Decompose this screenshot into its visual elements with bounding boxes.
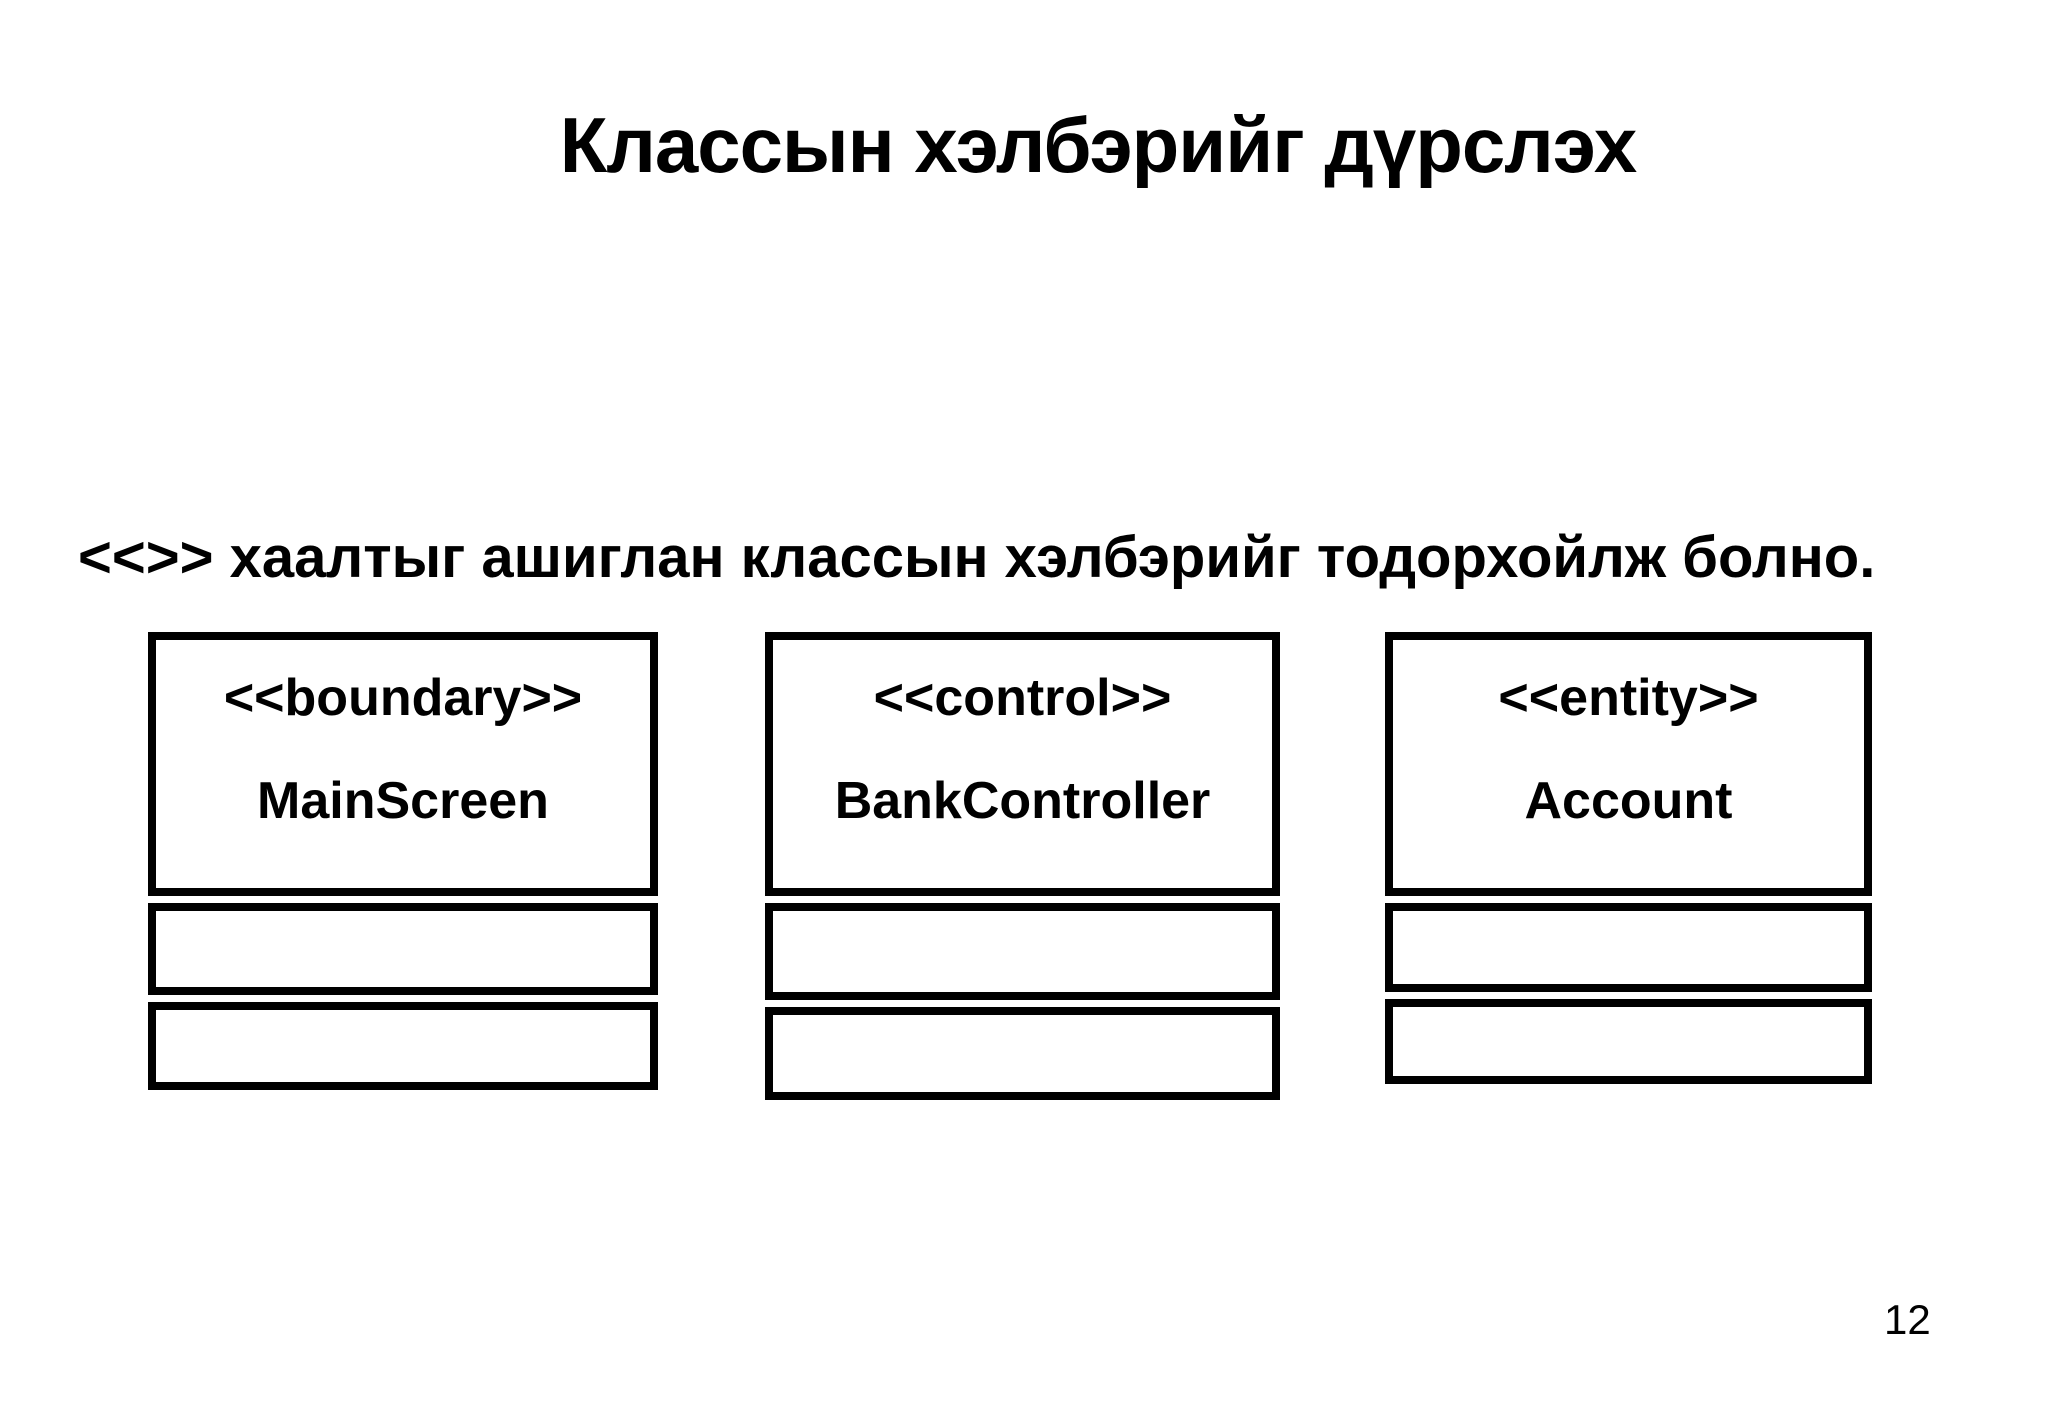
- name-compartment: <<entity>> Account: [1385, 632, 1872, 896]
- attributes-compartment: [1385, 903, 1872, 992]
- stereotype-label: <<boundary>>: [223, 669, 583, 727]
- operations-compartment: [765, 1006, 1280, 1100]
- slide-title: Классын хэлбэрийг дүрслэх: [559, 101, 1638, 189]
- class-name-label: MainScreen: [257, 772, 549, 831]
- page-number: 12: [1884, 1296, 1931, 1343]
- operations-compartment: [1385, 998, 1872, 1084]
- class-name-label: BankController: [834, 772, 1211, 831]
- name-compartment: <<boundary>> MainScreen: [148, 632, 658, 896]
- attributes-compartment: [765, 903, 1280, 1000]
- name-compartment: <<control>> BankController: [765, 632, 1280, 896]
- uml-class-box-boundary: <<boundary>> MainScreen: [148, 632, 658, 1090]
- operations-compartment: [148, 1001, 658, 1090]
- stereotype-label: <<entity>>: [1498, 669, 1759, 727]
- stereotype-label: <<control>>: [873, 669, 1172, 727]
- class-name-label: Account: [1524, 772, 1733, 831]
- attributes-compartment: [148, 903, 658, 995]
- uml-class-box-control: <<control>> BankController: [765, 632, 1280, 1100]
- subtitle-text: <<>> хаалтыг ашиглан классын хэлбэрийг т…: [78, 525, 1876, 590]
- uml-class-box-entity: <<entity>> Account: [1385, 632, 1872, 1084]
